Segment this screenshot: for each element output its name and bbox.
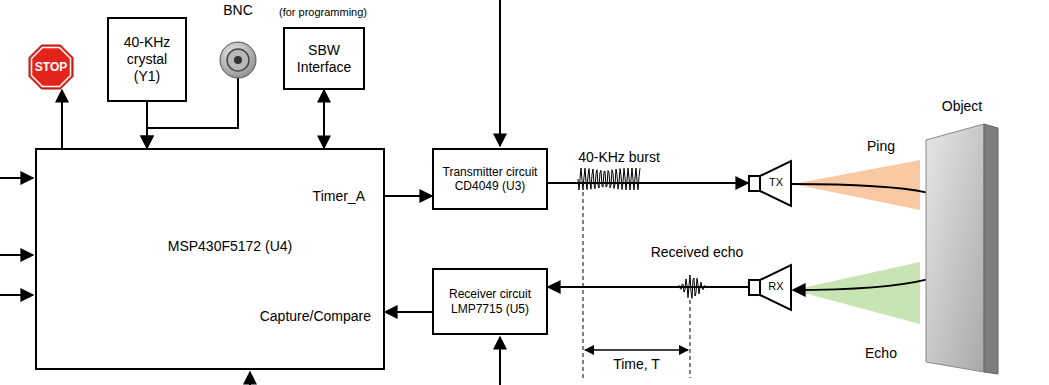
node-label: SBW Interface [290, 42, 358, 76]
bnc-ring [227, 49, 249, 71]
connector [548, 286, 748, 288]
node-label: Object [912, 98, 1012, 115]
annotation-label: Ping [856, 138, 906, 155]
node-label: BNC [214, 2, 262, 19]
transducer-body [749, 176, 760, 191]
transducer-cone [760, 265, 791, 310]
bnc-body [220, 42, 256, 78]
stop-sign: STOP [28, 44, 74, 90]
port-label: Timer_A [313, 188, 365, 205]
mcu-box: MSP430F5172 (U4) Timer_A Capture/Compare [35, 148, 385, 370]
input-arrow [0, 294, 33, 296]
input-arrow [249, 372, 251, 385]
connector [323, 90, 325, 148]
node-label: Receiver circuit LMP7715 (U5) [439, 287, 541, 316]
octagon-fill [29, 45, 73, 89]
burst-wave [578, 168, 640, 190]
tx-transducer: TX [748, 160, 792, 207]
input-arrow [0, 177, 33, 179]
octagon-rim [32, 48, 71, 87]
rx-transducer: RX [748, 264, 792, 311]
connector [548, 182, 748, 184]
echo-beam [793, 262, 920, 324]
dashed-marker [583, 192, 584, 378]
bnc-pin [234, 56, 242, 64]
crystal-box: 40-KHz crystal (Y1) [107, 17, 187, 102]
burst-waveform [578, 168, 640, 190]
node-label: TX [762, 176, 790, 189]
object-plate: Object [912, 98, 1012, 375]
transducer-cone [760, 161, 791, 206]
node-label: STOP [35, 60, 67, 74]
annotation-label: (for programming) [268, 6, 378, 19]
input-arrow [499, 337, 501, 385]
transmitter-box: Transmitter circuit CD4049 (U3) [432, 148, 548, 210]
input-arrow [499, 0, 501, 146]
input-arrow [0, 254, 33, 256]
connector [61, 90, 63, 148]
connector [385, 195, 432, 197]
plate-face [926, 124, 984, 372]
receiver-box: Receiver circuit LMP7715 (U5) [432, 268, 548, 335]
node-label: MSP430F5172 (U4) [97, 238, 363, 255]
node-label: RX [762, 280, 790, 293]
node-label: 40-KHz crystal (Y1) [114, 34, 180, 84]
plate-shape [912, 98, 1012, 375]
connector [385, 311, 432, 313]
interface-box: SBW Interface [283, 27, 365, 90]
annotation-label: Echo [856, 345, 906, 362]
port-label: Capture/Compare [260, 308, 371, 325]
annotation-label: Time, T [587, 356, 686, 373]
node-label: Transmitter circuit CD4049 (U3) [439, 165, 541, 194]
transducer-body [749, 280, 760, 295]
dashed-marker [690, 300, 691, 378]
annotation-label: 40-KHz burst [563, 149, 675, 166]
time-dimension [585, 349, 688, 351]
annotation-label: Received echo [632, 244, 762, 261]
bnc-connector: BNC [214, 2, 262, 80]
plate-side [984, 124, 998, 374]
